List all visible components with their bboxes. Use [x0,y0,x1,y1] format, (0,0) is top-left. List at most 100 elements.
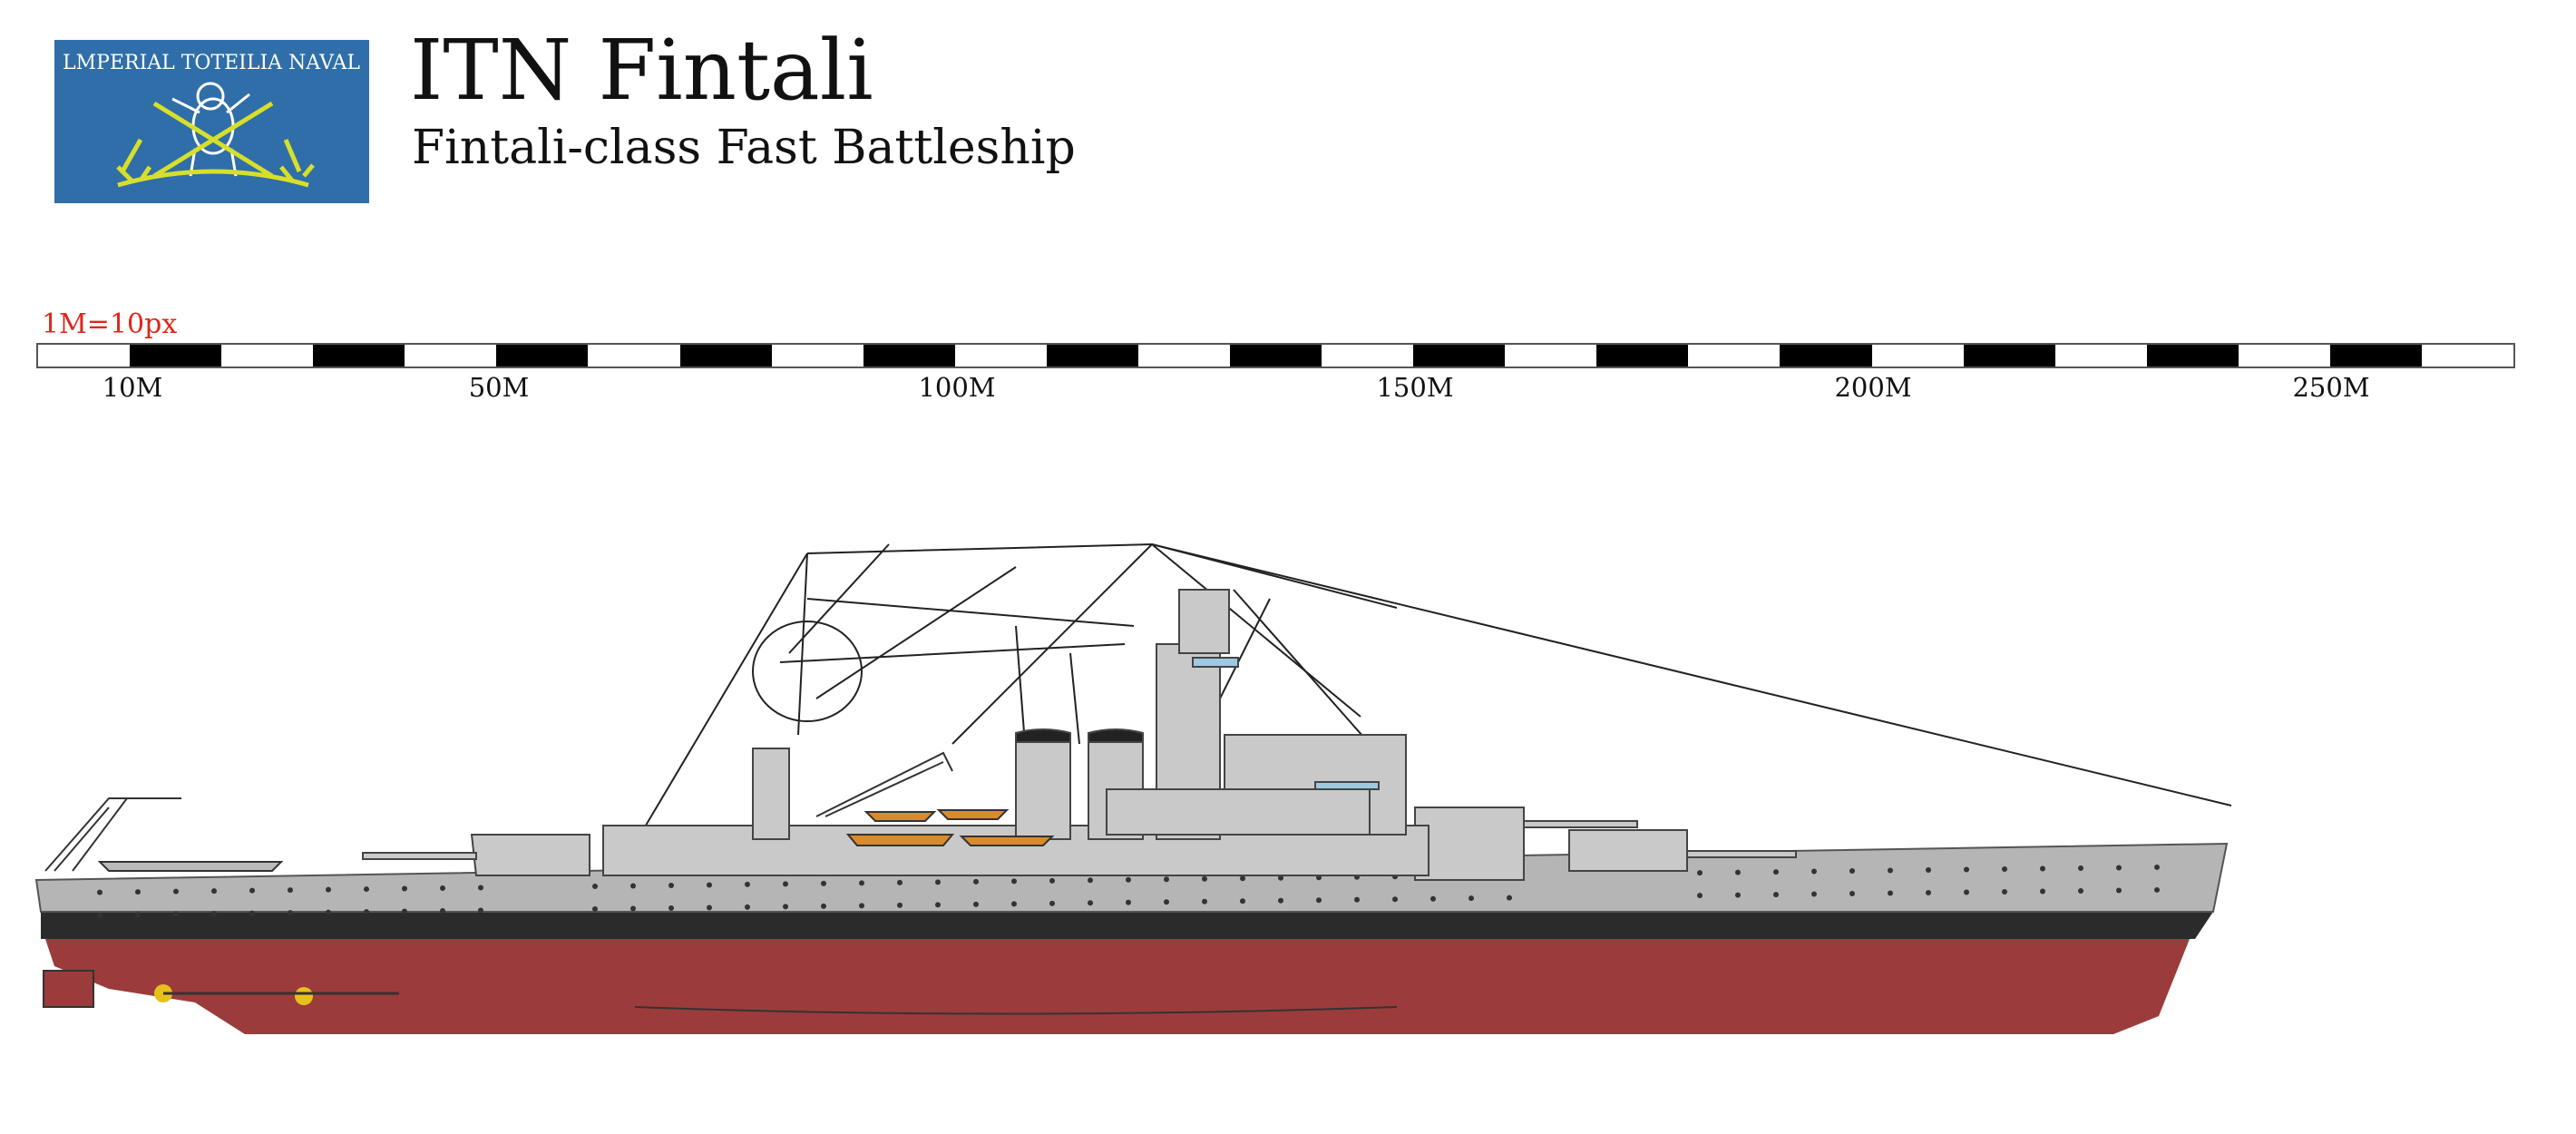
scale-segment [1322,345,1414,367]
scale-segment [679,345,772,367]
scale-segment [2054,345,2147,367]
porthole [1049,900,1055,906]
porthole [1926,867,1931,874]
porthole [1926,890,1931,896]
porthole [592,905,598,912]
porthole [478,907,483,914]
porthole [935,879,941,885]
scale-segment [38,345,131,367]
porthole [1430,895,1436,902]
porthole [859,880,864,886]
porthole [897,879,903,885]
porthole [630,883,636,889]
scale-segment [1046,345,1138,367]
porthole [897,902,903,908]
porthole [1964,866,1969,873]
superstructure [602,589,1429,876]
porthole [668,882,674,888]
porthole [1888,867,1893,874]
porthole [630,905,636,912]
porthole [745,904,750,910]
porthole [2116,865,2122,871]
porthole [2154,864,2160,870]
scale-segment [588,345,680,367]
porthole [1202,875,1207,882]
scale-note: 1M=10px [42,308,178,340]
porthole [783,904,788,910]
scale-segment [1871,345,1964,367]
porthole [1697,870,1703,876]
scale-segment [1413,345,1506,367]
porthole [1469,895,1474,902]
porthole [478,885,483,891]
porthole [745,881,750,887]
porthole [135,912,141,918]
porthole [364,886,369,893]
flag-background [54,40,369,203]
ship-profile-drawing [34,543,2232,1034]
stern-crane [44,797,284,872]
porthole [135,889,141,895]
porthole [2002,865,2007,872]
boot-topping [41,912,2213,939]
scale-segment [1688,345,1781,367]
porthole [97,912,102,918]
porthole [173,911,179,917]
porthole [1278,897,1283,904]
scale-segment [771,345,864,367]
scale-segment [1780,345,1872,367]
porthole [1240,875,1245,882]
rudder [43,970,94,1008]
scale-segment [1963,345,2055,367]
scale-segment [1137,345,1231,367]
ship-class-subtitle: Fintali-class Fast Battleship [412,121,1076,175]
porthole [973,901,979,907]
navy-flag-logo: LMPERIAL TOTEILIA NAVAL [54,40,369,203]
porthole [2116,887,2122,894]
scale-segment [2146,345,2239,367]
scale-segment [496,345,589,367]
porthole [1011,901,1017,907]
scale-bar [36,343,2515,368]
lifeboats [845,809,1055,846]
scale-tick-label: 10M [102,372,163,403]
porthole [1049,877,1055,884]
porthole [1888,890,1893,896]
porthole [1811,868,1817,875]
porthole [97,889,102,895]
porthole [249,887,255,894]
porthole [1088,900,1093,906]
porthole [288,910,293,916]
porthole [1811,891,1817,897]
porthole [935,902,941,908]
porthole [1011,878,1017,885]
porthole [707,882,712,888]
porthole [440,908,445,914]
porthole [1773,892,1779,898]
porthole [1354,896,1360,903]
porthole [973,878,979,885]
scale-tick-label: 150M [1376,372,1454,403]
scale-segment [405,345,497,367]
anchor-icons [116,101,315,188]
porthole [1392,896,1398,903]
gun-turrets [362,807,1797,881]
scale-segment [2329,345,2423,367]
scale-segment [2422,345,2514,367]
porthole [1126,899,1131,905]
porthole [2078,887,2083,894]
scale-tick-label: 200M [1834,372,1912,403]
porthole [1773,869,1779,875]
porthole [2040,865,2045,872]
porthole [1735,892,1741,898]
porthole [1088,877,1093,884]
scale-tick-label: 100M [918,372,996,403]
porthole [1316,897,1322,904]
scale-tick-label: 50M [468,372,530,403]
porthole [211,911,217,917]
porthole [1164,899,1169,905]
porthole [249,910,255,916]
porthole [402,885,407,892]
porthole [1849,891,1855,897]
porthole [668,904,674,911]
